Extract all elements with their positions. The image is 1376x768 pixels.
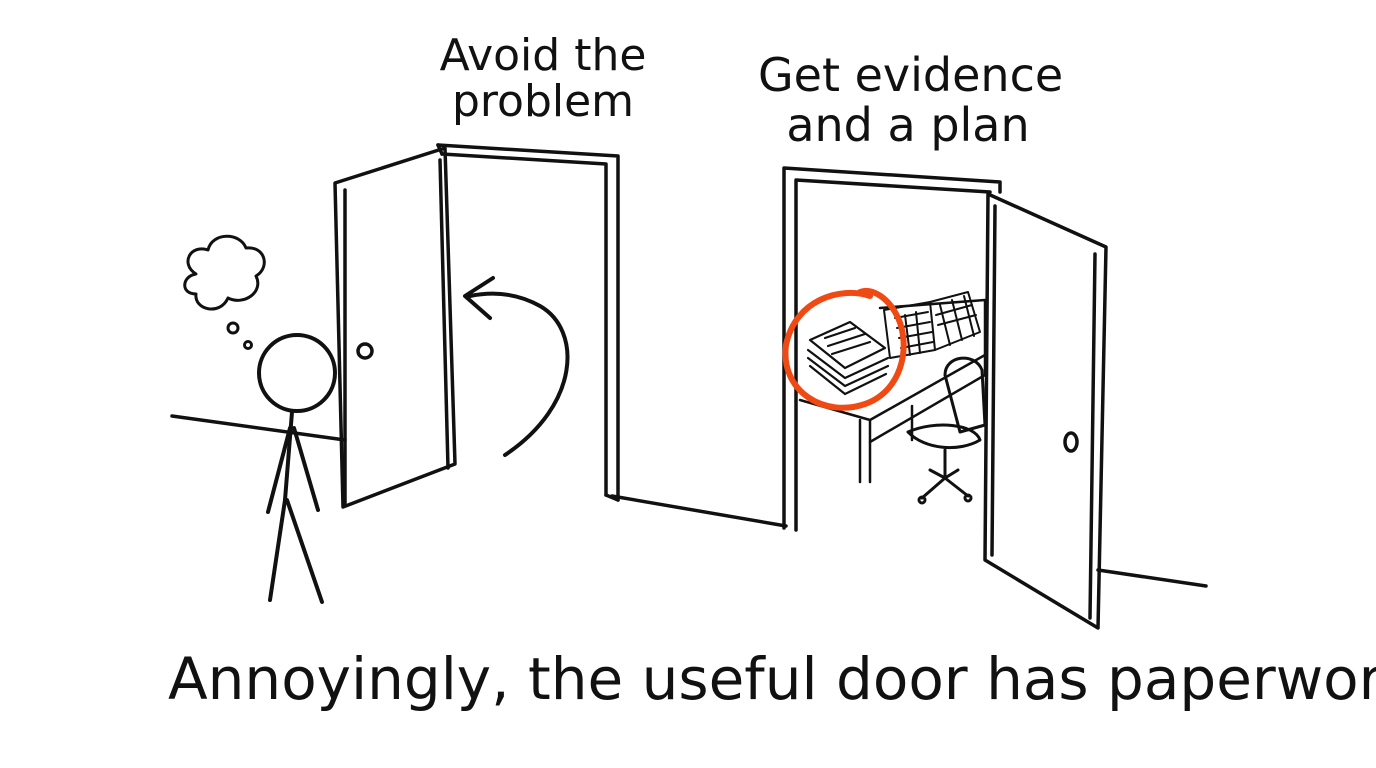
open-book bbox=[883, 291, 981, 359]
curved-arrow bbox=[463, 276, 570, 457]
left-door-frame bbox=[436, 143, 620, 502]
floor-line-right bbox=[1096, 568, 1208, 588]
highlight-circle bbox=[782, 288, 907, 411]
left-door-label: Avoid the problem bbox=[428, 34, 658, 126]
desk bbox=[798, 298, 987, 484]
floor-line bbox=[170, 414, 347, 442]
stick-figure bbox=[257, 333, 337, 604]
right-door-label-line2: and a plan bbox=[786, 98, 1030, 152]
comic-caption: Annoyingly, the useful door has paperwor… bbox=[168, 645, 1376, 713]
right-door-label: Get evidence and a plan bbox=[758, 48, 1064, 152]
left-door-label-line1: Avoid the bbox=[439, 30, 647, 81]
left-door-label-line2: problem bbox=[451, 76, 635, 127]
office-chair bbox=[906, 356, 987, 505]
paper-stack bbox=[806, 320, 890, 396]
right-door-frame bbox=[782, 166, 1002, 532]
thought-bubble bbox=[183, 234, 266, 350]
left-door-leaf bbox=[333, 146, 457, 509]
right-door-leaf bbox=[983, 192, 1108, 630]
floor-line-middle bbox=[610, 494, 788, 528]
right-door-label-line1: Get evidence bbox=[758, 48, 1064, 102]
